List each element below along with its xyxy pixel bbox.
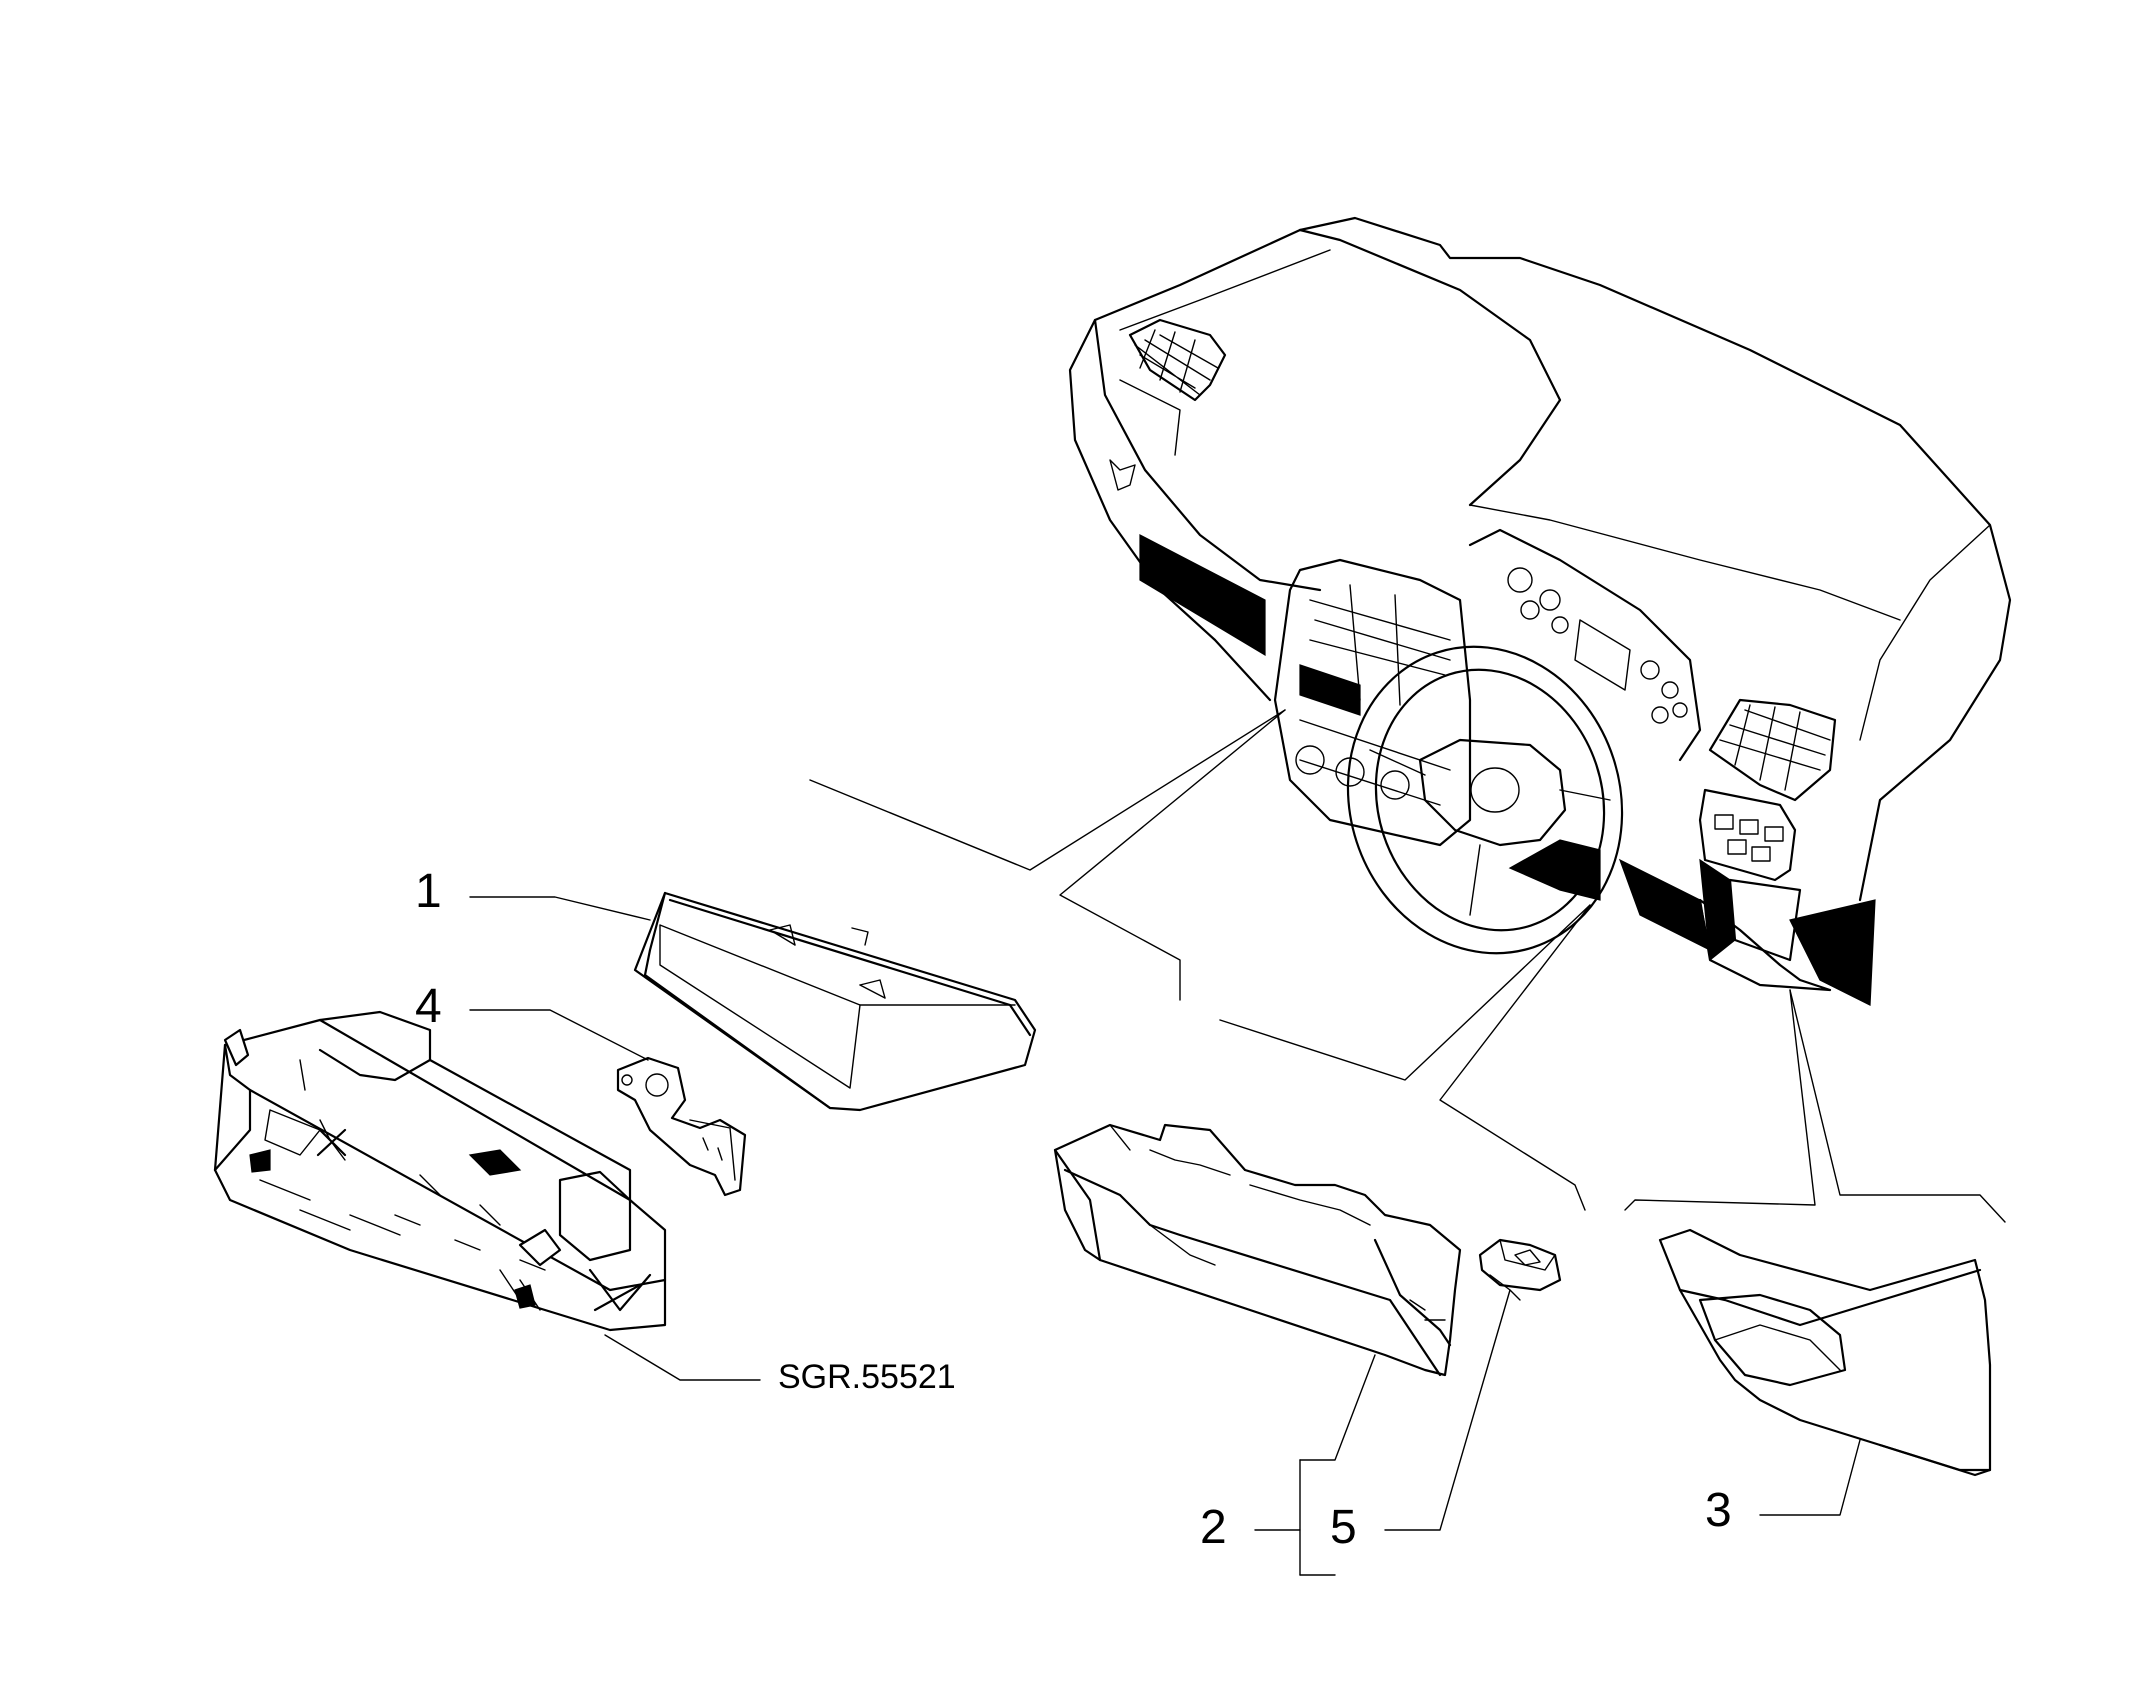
callout-label-1: 1 <box>415 865 442 918</box>
leader-3 <box>1759 1439 1861 1516</box>
leader-4 <box>469 1009 649 1061</box>
assembly-leader-lines <box>809 709 2006 1223</box>
frame-assembly <box>213 1010 667 1332</box>
callout-label-5: 5 <box>1330 1501 1357 1554</box>
leader-sgr <box>604 1334 761 1381</box>
part-3-side-panel <box>1658 1228 1992 1477</box>
part-4-bracket <box>616 1056 747 1197</box>
part-1-storage-tray <box>633 891 1037 1112</box>
reference-code: SGR.55521 <box>778 1358 956 1396</box>
callout-leaders <box>469 896 1861 1576</box>
callout-label-3: 3 <box>1705 1484 1732 1537</box>
part-2-lower-cover <box>1053 1123 1462 1377</box>
leader-1 <box>469 896 651 921</box>
leader-5 <box>1384 1289 1511 1531</box>
callout-label-4: 4 <box>415 980 442 1033</box>
dashboard-assembly <box>1068 216 2012 1006</box>
leader-2-part <box>1299 1354 1376 1461</box>
part-5-latch <box>1478 1238 1562 1301</box>
callout-label-2: 2 <box>1200 1501 1227 1554</box>
